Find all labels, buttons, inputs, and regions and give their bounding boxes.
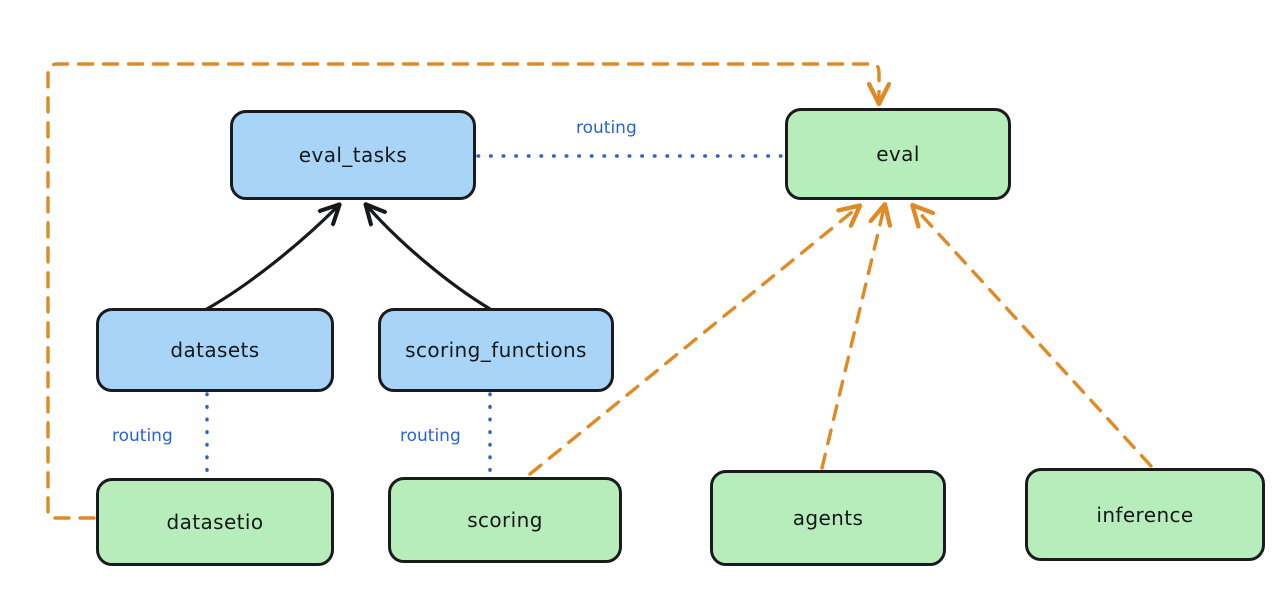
edge-agents-to-eval [820, 208, 884, 470]
node-label-scoring-functions: scoring_functions [405, 338, 587, 362]
node-datasetio[interactable]: datasetio [96, 478, 334, 566]
edge-datasets-to-eval-tasks [203, 207, 337, 312]
composition-edges [203, 207, 492, 312]
node-agents[interactable]: agents [710, 470, 946, 566]
node-datasets[interactable]: datasets [96, 308, 334, 392]
edge-label-routing-datasets: routing [112, 426, 173, 446]
edge-scoring-functions-to-eval-tasks [368, 207, 492, 311]
node-scoring-functions[interactable]: scoring_functions [378, 308, 614, 392]
edge-inference-to-eval [915, 208, 1153, 468]
node-label-eval-tasks: eval_tasks [298, 143, 408, 167]
node-label-inference: inference [1096, 502, 1194, 527]
node-inference[interactable]: inference [1025, 468, 1265, 561]
node-label-datasetio: datasetio [166, 510, 264, 534]
node-scoring[interactable]: scoring [388, 477, 622, 563]
node-eval-tasks[interactable]: eval_tasks [230, 110, 476, 200]
node-label-datasets: datasets [170, 338, 260, 362]
node-label-scoring: scoring [467, 508, 543, 532]
node-label-agents: agents [792, 506, 864, 530]
node-label-eval: eval [876, 142, 920, 166]
edge-label-routing-scoring-functions: routing [400, 426, 461, 446]
node-eval[interactable]: eval [785, 108, 1011, 200]
edge-label-routing-eval-tasks-eval: routing [576, 118, 637, 138]
